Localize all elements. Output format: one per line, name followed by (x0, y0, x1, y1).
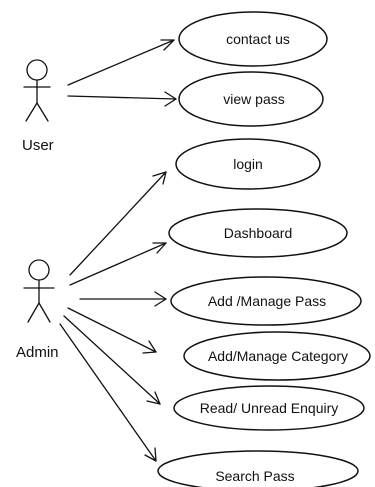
use-case-add-manage-pass: Add /Manage Pass (170, 276, 362, 326)
use-case-search-pass: Search Pass (157, 450, 359, 487)
use-case-login-label: login (233, 156, 263, 172)
user-stick-figure-icon (23, 59, 51, 122)
admin-stick-figure-icon (23, 259, 55, 323)
actor-user: User (22, 59, 54, 154)
association-admin-search-pass (59, 323, 157, 462)
use-case-read-unread-enquiry: Read/ Unread Enquiry (173, 385, 365, 431)
association-admin-dashboard (69, 242, 167, 286)
use-case-login: login (175, 138, 321, 190)
use-case-read-unread-enquiry-label: Read/ Unread Enquiry (200, 400, 339, 416)
actor-user-label: User (22, 137, 54, 154)
use-case-search-pass-label: Search Pass (215, 468, 294, 484)
use-case-add-manage-category: Add/Manage Category (183, 331, 371, 381)
association-admin-add-manage-pass (79, 291, 167, 307)
association-admin-add-manage-category (67, 307, 157, 354)
use-case-contact-us: contact us (178, 11, 328, 67)
association-admin-login (69, 171, 167, 276)
actor-admin-label: Admin (16, 344, 59, 361)
association-user-view-pass (67, 91, 177, 107)
use-case-view-pass: view pass (178, 71, 324, 127)
use-case-add-manage-category-label: Add/Manage Category (208, 348, 348, 364)
use-case-dashboard-label: Dashboard (224, 225, 293, 241)
actor-admin: Admin (16, 259, 59, 361)
use-case-dashboard: Dashboard (168, 208, 348, 258)
use-case-add-manage-pass-label: Add /Manage Pass (208, 293, 326, 309)
association-admin-read-unread-enquiry (63, 315, 161, 405)
use-case-contact-us-label: contact us (226, 31, 290, 47)
use-case-view-pass-label: view pass (223, 91, 284, 107)
association-user-contact-us (67, 39, 175, 86)
